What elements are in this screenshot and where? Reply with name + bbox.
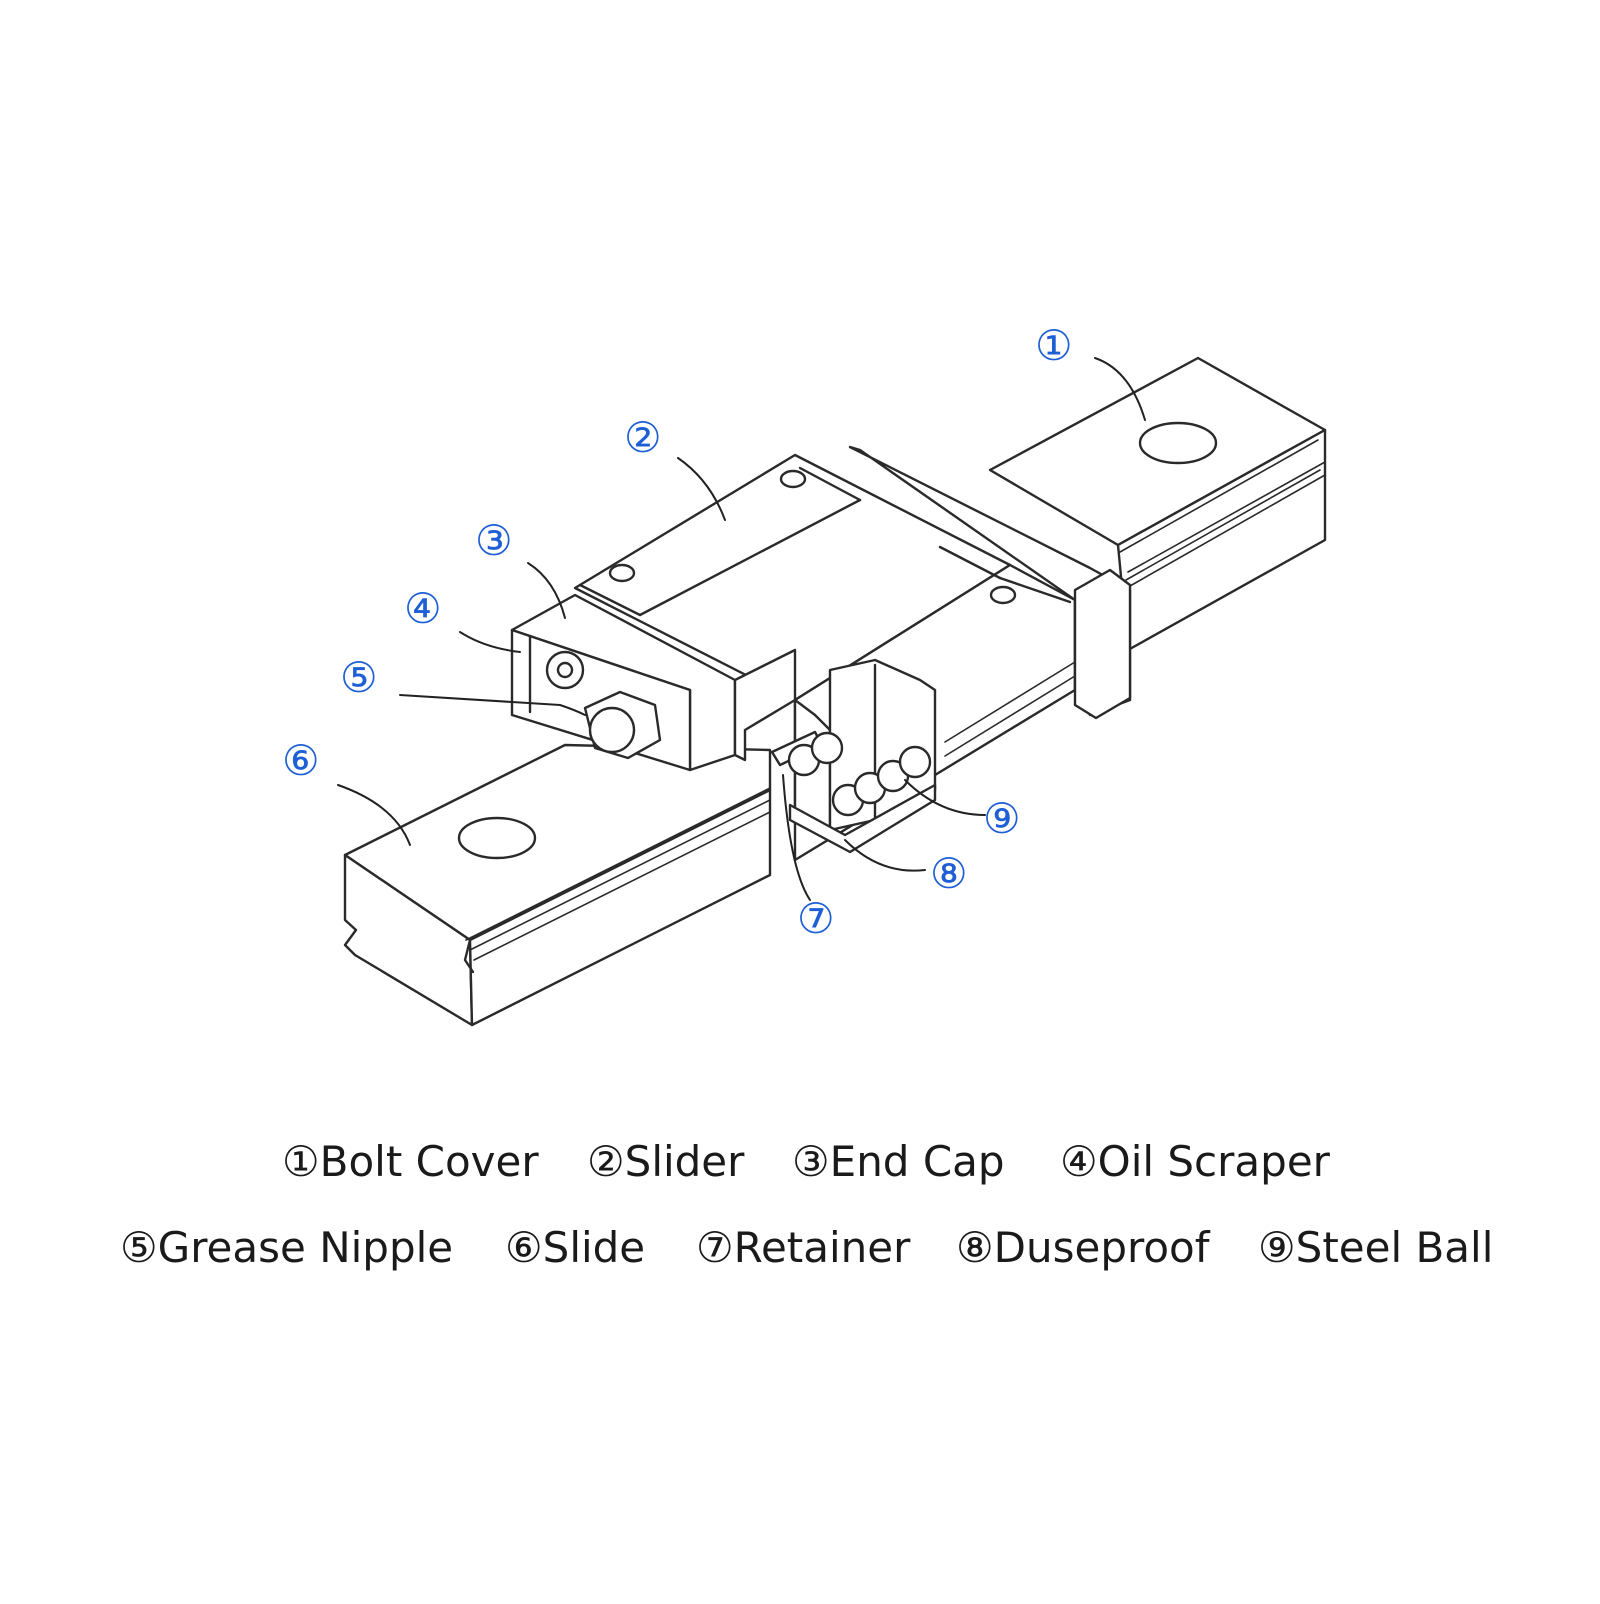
legend-item-5: ⑤Grease Nipple: [120, 1223, 453, 1272]
leader-6: [337, 784, 411, 846]
rail-back-section: [988, 356, 1327, 652]
rail-bolt-hole-back: [1138, 421, 1218, 465]
slider-screw-hole-2: [608, 563, 636, 583]
legend-item-8: ⑧Duseproof: [956, 1223, 1211, 1272]
leader-9: [904, 779, 986, 816]
leader-1: [1094, 357, 1146, 421]
callout-4: ④: [404, 584, 442, 633]
legend-item-7: ⑦Retainer: [696, 1223, 911, 1272]
callout-5: ⑤: [340, 653, 378, 702]
slider-screw-hole-3: [989, 585, 1017, 605]
legend-item-1: ①Bolt Cover: [282, 1137, 539, 1186]
leader-4: [459, 631, 521, 653]
leader-5: [399, 694, 586, 716]
leader-3: [527, 562, 566, 619]
callout-6: ⑥: [282, 736, 320, 785]
callout-numbers: ① ② ③ ④ ⑤ ⑥ ⑦ ⑧ ⑨: [282, 321, 1073, 943]
steel-ball: [898, 745, 932, 779]
callout-3: ③: [475, 516, 513, 565]
callout-1: ①: [1035, 321, 1073, 370]
rail-bolt-hole-front: [457, 816, 537, 860]
legend: ①Bolt Cover ②Slider ③End Cap ④Oil Scrape…: [120, 1137, 1493, 1272]
slider-block: [510, 445, 1132, 862]
legend-item-3: ③End Cap: [792, 1137, 1005, 1186]
leader-8: [844, 839, 926, 872]
rail-front-section: [343, 743, 772, 1027]
callout-8: ⑧: [930, 849, 968, 898]
callout-7: ⑦: [797, 894, 835, 943]
legend-item-6: ⑥Slide: [505, 1223, 645, 1272]
leader-7: [782, 774, 811, 901]
legend-item-9: ⑨Steel Ball: [1258, 1223, 1493, 1272]
slider-screw-hole-1: [779, 469, 807, 489]
leader-lines: [337, 357, 1146, 901]
legend-item-4: ④Oil Scraper: [1060, 1137, 1331, 1186]
callout-2: ②: [624, 413, 662, 462]
callout-9: ⑨: [983, 794, 1021, 843]
leader-2: [677, 457, 726, 521]
legend-item-2: ②Slider: [587, 1137, 745, 1186]
steel-ball: [810, 731, 844, 765]
